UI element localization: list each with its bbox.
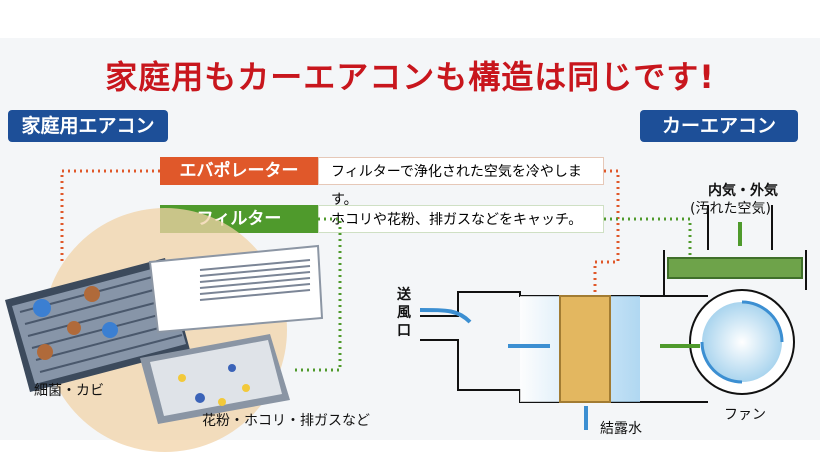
car-filter bbox=[667, 257, 803, 279]
fan-label: ファン bbox=[724, 407, 766, 423]
headline: 家庭用もカーエアコンも構造は同じです! bbox=[105, 58, 715, 96]
evaporator-label: エバポレーター bbox=[160, 157, 318, 185]
dust-label: 花粉・ホコリ・排ガスなど bbox=[202, 413, 370, 429]
bacteria-icons bbox=[33, 286, 118, 360]
indoor-unit bbox=[148, 244, 324, 334]
outlet-label-1: 送 bbox=[397, 287, 411, 303]
intake-label-line1: 内気・外気 bbox=[708, 183, 778, 199]
car-aircon-tag: カーエアコン bbox=[640, 110, 798, 142]
evaporator-connector-lines bbox=[60, 169, 620, 300]
filter-description: ホコリや花粉、排ガスなどをキャッチ。 bbox=[318, 205, 604, 233]
condensation-label: 結露水 bbox=[600, 421, 642, 437]
filter-connector-lines bbox=[294, 217, 692, 372]
intake-label-line2: (汚れた空気) bbox=[690, 201, 771, 217]
fan bbox=[689, 289, 795, 395]
outlet-label-3: 口 bbox=[397, 323, 411, 339]
home-aircon-tag: 家庭用エアコン bbox=[8, 110, 168, 142]
filter-tray bbox=[140, 334, 290, 424]
evaporator-description: フィルターで浄化された空気を冷やします。 bbox=[318, 157, 604, 208]
car-evaporator bbox=[559, 295, 611, 403]
bacteria-label: 細菌・カビ bbox=[34, 383, 104, 399]
outlet-label-2: 風 bbox=[397, 305, 411, 321]
airflow-arrows bbox=[419, 222, 742, 430]
